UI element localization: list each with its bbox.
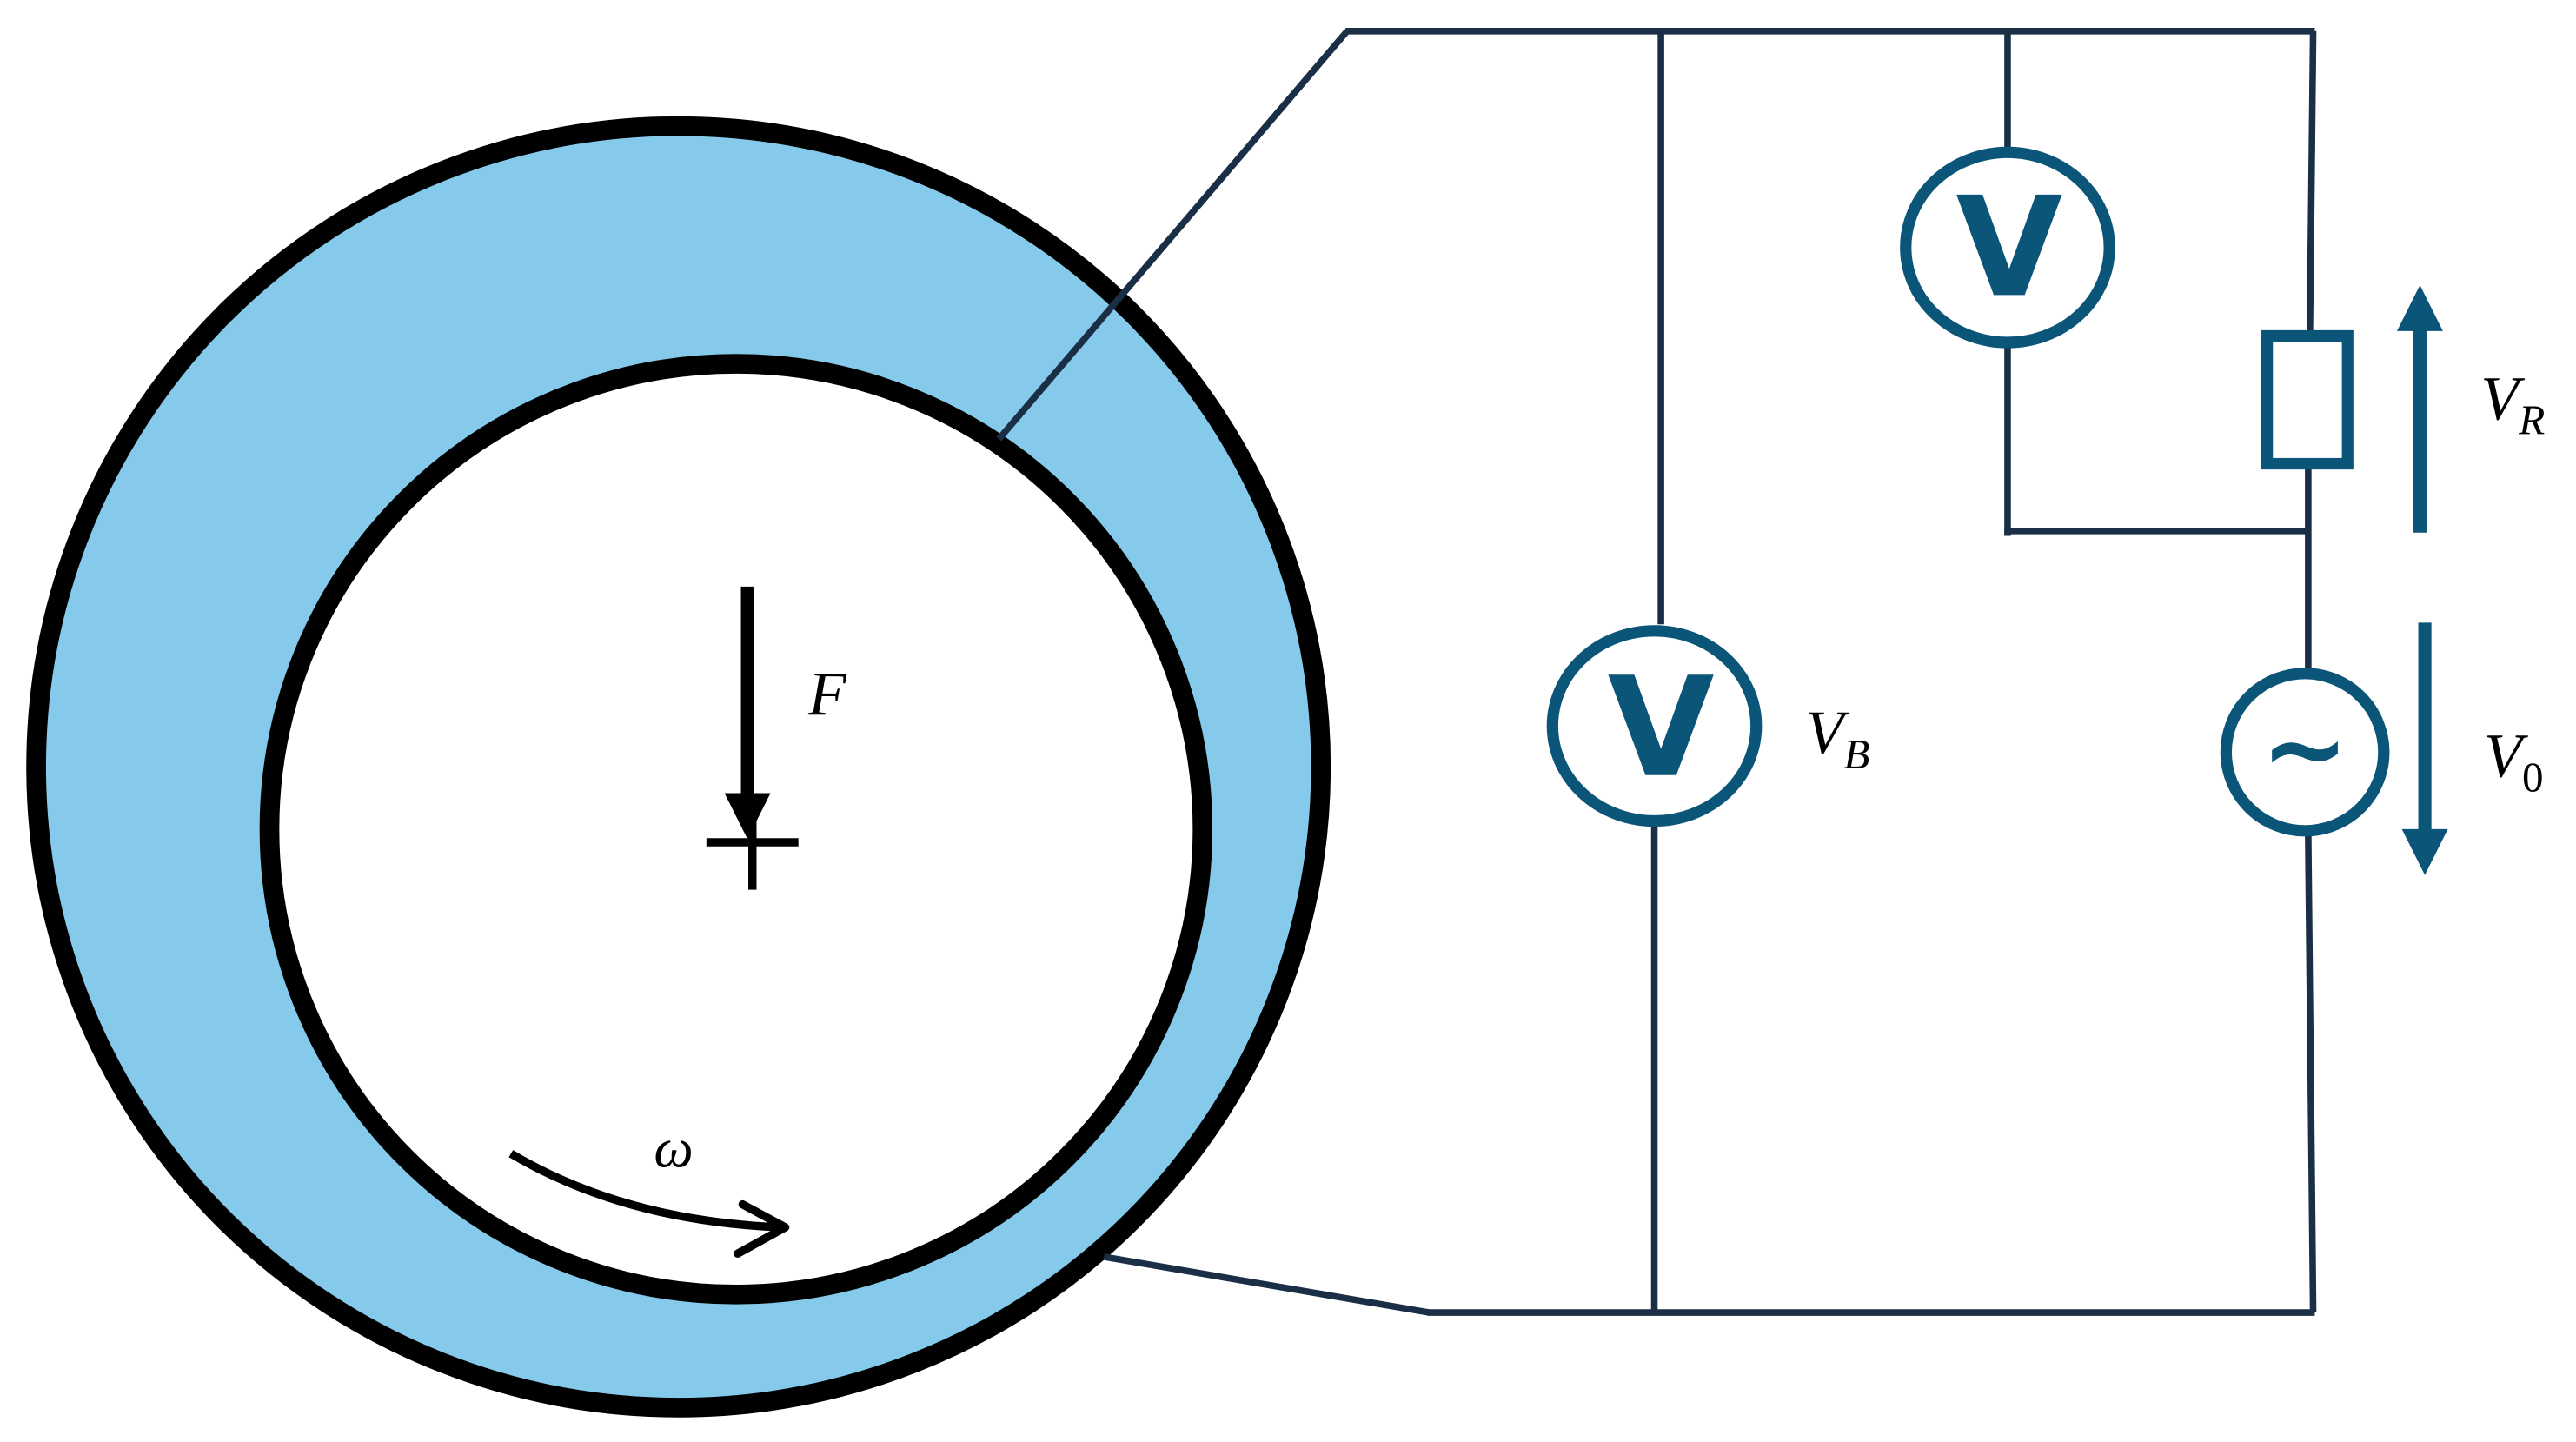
omega-label: ω: [654, 1117, 693, 1179]
vr-arrow: [2396, 285, 2443, 533]
ac-source: ~: [2220, 668, 2390, 837]
bearing: [26, 116, 1331, 1418]
voltmeter-icon: [1900, 146, 2115, 349]
inner-shaft: [259, 354, 1213, 1305]
rotation-arrow: [508, 1150, 790, 1258]
v-b-label: VB: [1805, 698, 1869, 778]
resistor-icon: [2261, 329, 2354, 470]
circuit-wires: [996, 28, 2317, 1316]
voltmeter-symbol: V: [1608, 648, 1715, 808]
v-0-label: V0: [2484, 721, 2543, 801]
ac-source-symbol: ~: [2261, 688, 2348, 810]
force-arrow: [724, 586, 771, 840]
voltmeter-bearing: V: [1546, 625, 1763, 827]
ac-source-icon: [2220, 668, 2390, 837]
voltmeter-resistor: V: [1900, 146, 2115, 349]
voltmeter-symbol: V: [1955, 169, 2062, 329]
voltmeter-icon: [1546, 625, 1763, 827]
v-r-label: VR: [2480, 364, 2545, 444]
center-cross: [706, 796, 799, 890]
force-label: F: [807, 659, 847, 728]
v0-arrow: [2401, 622, 2448, 875]
